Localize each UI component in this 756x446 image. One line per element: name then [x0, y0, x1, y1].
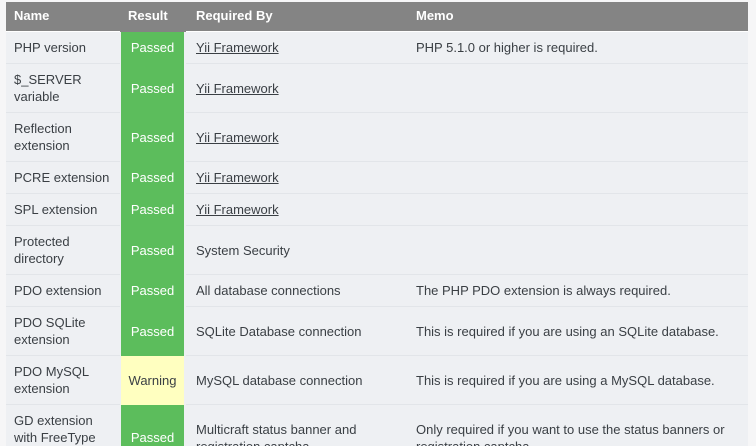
status-badge-label: Passed [130, 202, 175, 217]
status-badge-label: Warning [128, 372, 177, 388]
cell-name: GD extension with FreeType support [6, 404, 120, 446]
cell-name: $_SERVER variable [6, 63, 120, 113]
table-header: Name Result Required By Memo [6, 2, 748, 32]
cell-memo [406, 63, 748, 113]
cell-memo: PHP 5.1.0 or higher is required. [406, 31, 748, 64]
cell-required-by: Yii Framework [186, 63, 406, 113]
cell-name: Reflection extension [6, 112, 120, 162]
status-badge-passed: Passed [121, 274, 184, 307]
cell-memo: This is required if you are using a MySQ… [406, 355, 748, 405]
memo-text: This is required if you are using a MySQ… [416, 372, 715, 388]
table-row: PHP version Passed Yii Framework PHP 5.1.0 … [6, 31, 748, 64]
cell-name: PDO extension [6, 274, 120, 307]
cell-required-by: SQLite Database connection [186, 306, 406, 356]
cell-required-by: Yii Framework [186, 193, 406, 226]
status-badge-label: Passed [130, 40, 175, 55]
status-badge-passed: Passed [121, 31, 184, 64]
cell-name: PDO SQLite extension [6, 306, 120, 356]
status-badge-passed: Passed [121, 161, 184, 194]
cell-required-by: MySQL database connection [186, 355, 406, 405]
requirements-table: Name Result Required By Memo PHP version… [6, 2, 748, 446]
cell-memo [406, 225, 748, 275]
status-badge-passed: Passed [121, 63, 184, 113]
cell-result: Passed [120, 31, 186, 64]
cell-name: PHP version [6, 31, 120, 64]
status-badge-label: Passed [130, 129, 175, 145]
cell-memo [406, 161, 748, 194]
cell-result: Passed [120, 306, 186, 356]
cell-memo [406, 193, 748, 226]
memo-text: The PHP PDO extension is always required… [416, 283, 671, 298]
cell-required-by: Yii Framework [186, 31, 406, 64]
column-header-name: Name [6, 2, 120, 32]
status-badge-passed: Passed [121, 404, 184, 446]
table-row: PDO MySQL extension Warning MySQL database… [6, 355, 748, 405]
cell-required-by: System Security [186, 225, 406, 275]
table-row: PCRE extension Passed Yii Framework [6, 161, 748, 194]
cell-required-by: All database connections [186, 274, 406, 307]
cell-result: Passed [120, 112, 186, 162]
cell-required-by: Yii Framework [186, 112, 406, 162]
memo-text: This is required if you are using an SQL… [416, 323, 719, 339]
required-by-link[interactable]: Yii Framework [196, 129, 279, 145]
cell-memo [406, 112, 748, 162]
cell-name: PDO MySQL extension [6, 355, 120, 405]
cell-name: Protected directory [6, 225, 120, 275]
required-by-link[interactable]: Yii Framework [196, 202, 279, 217]
status-badge-label: Passed [130, 170, 175, 185]
table-row: GD extension with FreeType supportPassed… [6, 404, 748, 446]
cell-memo: The PHP PDO extension is always required… [406, 274, 748, 307]
cell-result: Passed [120, 225, 186, 275]
column-header-result: Result [120, 2, 186, 32]
cell-name: SPL extension [6, 193, 120, 226]
cell-required-by: Multicraft status banner and registratio… [186, 404, 406, 446]
status-badge-label: Passed [130, 242, 175, 258]
required-by-text: System Security [196, 242, 290, 258]
cell-result: Passed [120, 404, 186, 446]
table-row: $_SERVER variable Passed Yii Framework [6, 63, 748, 113]
status-badge-passed: Passed [121, 112, 184, 162]
memo-text: PHP 5.1.0 or higher is required. [416, 40, 598, 55]
required-by-text: SQLite Database connection [196, 323, 362, 339]
status-badge-label: Passed [130, 283, 175, 298]
status-badge-passed: Passed [121, 306, 184, 356]
table-row: PDO SQLite extension Passed SQLite Databas… [6, 306, 748, 356]
cell-result: Passed [120, 193, 186, 226]
cell-result: Passed [120, 63, 186, 113]
required-by-link[interactable]: Yii Framework [196, 40, 279, 55]
cell-required-by: Yii Framework [186, 161, 406, 194]
table-row: Reflection extension Passed Yii Framework [6, 112, 748, 162]
required-by-link[interactable]: Yii Framework [196, 80, 279, 96]
column-header-memo: Memo [406, 2, 748, 32]
status-badge-label: Passed [130, 323, 175, 339]
table-row: Protected directory Passed System Security [6, 225, 748, 275]
cell-result: Warning [120, 355, 186, 405]
required-by-text: All database connections [196, 283, 341, 298]
status-badge-label: Passed [130, 80, 175, 96]
status-badge-passed: Passed [121, 225, 184, 275]
table-header-row: Name Result Required By Memo [6, 2, 748, 32]
required-by-text: Multicraft status banner and registratio… [196, 421, 357, 446]
status-badge-warning: Warning [121, 355, 184, 405]
table-row: PDO extension Passed All database connecti… [6, 274, 748, 307]
status-badge-label: Passed [130, 430, 175, 445]
table-row: SPL extension Passed Yii Framework [6, 193, 748, 226]
status-badge-passed: Passed [121, 193, 184, 226]
cell-result: Passed [120, 274, 186, 307]
cell-memo: Only required if you want to use the sta… [406, 404, 748, 446]
required-by-link[interactable]: Yii Framework [196, 170, 279, 185]
cell-memo: This is required if you are using an SQL… [406, 306, 748, 356]
column-header-required-by: Required By [186, 2, 406, 32]
cell-result: Passed [120, 161, 186, 194]
cell-name: PCRE extension [6, 161, 120, 194]
required-by-text: MySQL database connection [196, 372, 363, 388]
memo-text: Only required if you want to use the sta… [416, 421, 725, 446]
